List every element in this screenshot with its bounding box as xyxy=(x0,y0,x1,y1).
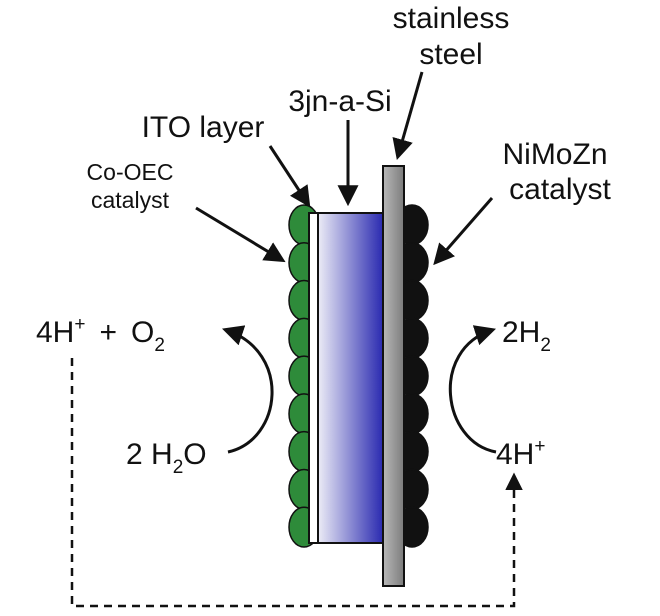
ito-layer-label: ITO layer xyxy=(142,111,265,144)
right-product-formula: 2H2 xyxy=(502,316,551,356)
right-proton-4h: 4H xyxy=(496,438,534,471)
ito-layer xyxy=(308,212,319,544)
reaction-arrows xyxy=(222,325,497,454)
nimozn-arrow xyxy=(433,197,494,266)
reduction-arrow xyxy=(448,325,497,454)
water-o: O xyxy=(183,438,206,471)
stainless-arrow xyxy=(392,71,424,161)
stainless-steel-plate xyxy=(382,165,405,587)
co-oec-label-line1: Co-OEC xyxy=(87,159,174,185)
proton-transport-path xyxy=(70,358,523,608)
co-oec-label-line2: catalyst xyxy=(91,187,170,213)
plus-sign: + xyxy=(99,316,117,349)
label-arrows xyxy=(195,71,494,266)
left-reactant-formula: 2 H2O xyxy=(126,438,207,478)
right-reactant-formula: 4H+ xyxy=(496,436,545,471)
oxidation-arrow xyxy=(222,325,274,454)
proton-charge: + xyxy=(74,314,85,335)
proton-4h: 4H xyxy=(36,316,74,349)
si-layer xyxy=(317,212,384,544)
water-coef-h: 2 H xyxy=(126,438,173,471)
hydrogen-2h: 2H xyxy=(502,316,540,349)
nimozn-label-line2: catalyst xyxy=(509,173,611,206)
stainless-label-line2: steel xyxy=(419,38,482,71)
oxygen-symbol: O xyxy=(131,316,154,349)
ito-arrow xyxy=(268,145,311,208)
left-product-formula: 4H++O2 xyxy=(36,314,165,356)
oxygen-subscript: 2 xyxy=(154,335,165,356)
nimozn-label-line1: NiMoZn xyxy=(502,138,607,171)
si-layer-label: 3jn-a-Si xyxy=(288,85,391,118)
right-proton-charge: + xyxy=(534,436,545,457)
water-subscript: 2 xyxy=(173,457,184,478)
co-oec-arrow xyxy=(195,206,286,263)
stainless-label-line1: stainless xyxy=(393,2,510,35)
hydrogen-subscript: 2 xyxy=(540,335,551,356)
